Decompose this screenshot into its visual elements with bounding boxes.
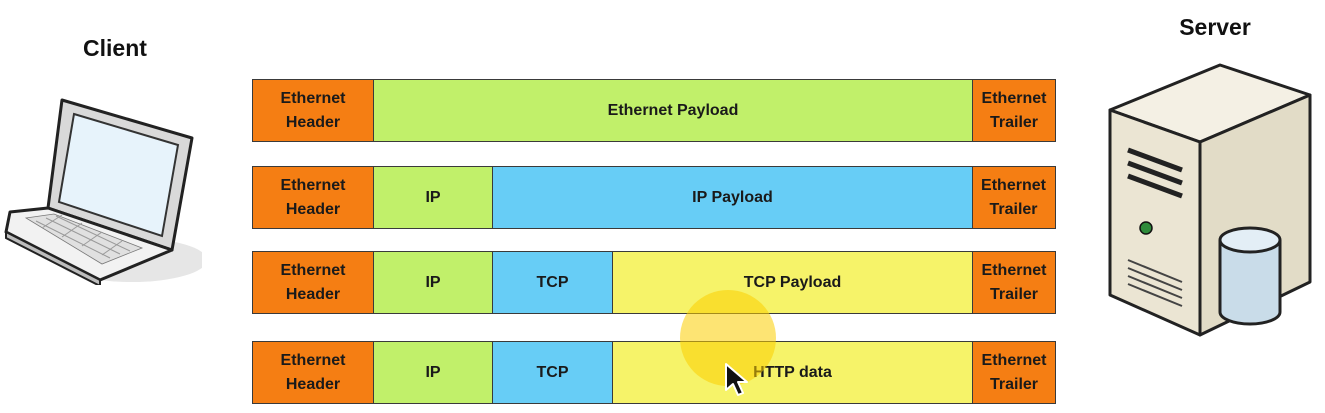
server-label: Server xyxy=(1179,14,1251,40)
ethernet-trailer-cell: Ethernet Trailer xyxy=(972,341,1056,404)
ip-header-cell: IP xyxy=(372,341,494,404)
http-data-cell: HTTP data xyxy=(611,341,974,404)
frame-row-2: Ethernet Header IP IP Payload Ethernet T… xyxy=(252,166,1056,229)
frame-row-3: Ethernet Header IP TCP TCP Payload Ether… xyxy=(252,251,1056,314)
ethernet-trailer-cell: Ethernet Trailer xyxy=(972,251,1056,314)
ethernet-payload-cell: Ethernet Payload xyxy=(372,79,974,142)
ip-payload-cell: IP Payload xyxy=(492,166,973,229)
mouse-pointer-icon xyxy=(725,363,748,396)
client-label: Client xyxy=(83,35,147,61)
ethernet-header-cell: Ethernet Header xyxy=(252,341,374,404)
ethernet-trailer-cell: Ethernet Trailer xyxy=(972,79,1056,142)
server-icon xyxy=(1108,63,1312,337)
tcp-payload-cell: TCP Payload xyxy=(611,251,974,314)
ethernet-header-cell: Ethernet Header xyxy=(252,79,374,142)
frame-row-4: Ethernet Header IP TCP HTTP data Etherne… xyxy=(252,341,1056,404)
ethernet-header-cell: Ethernet Header xyxy=(252,166,374,229)
frame-row-1: Ethernet Header Ethernet Payload Etherne… xyxy=(252,79,1056,142)
ethernet-header-cell: Ethernet Header xyxy=(252,251,374,314)
ip-header-cell: IP xyxy=(372,166,494,229)
tcp-header-cell: TCP xyxy=(492,251,613,314)
laptop-icon xyxy=(4,98,202,285)
ip-header-cell: IP xyxy=(372,251,494,314)
tcp-header-cell: TCP xyxy=(492,341,613,404)
ethernet-trailer-cell: Ethernet Trailer xyxy=(971,166,1056,229)
